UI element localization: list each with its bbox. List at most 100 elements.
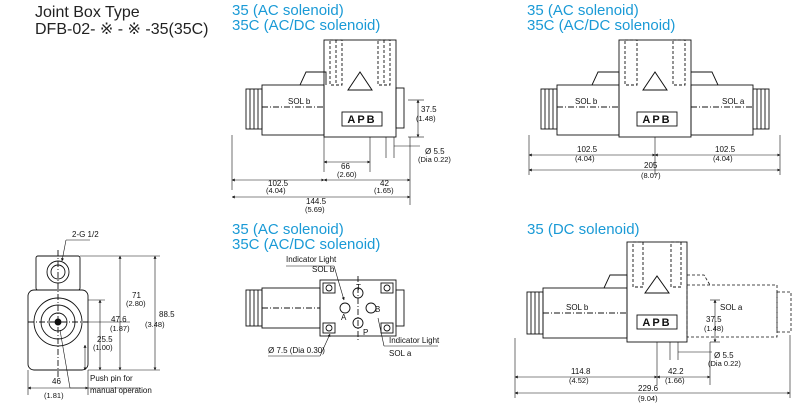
dim-452: (4.52) [569,376,589,385]
title-line-1: Joint Box Type [35,4,140,21]
housing-step [603,274,628,289]
section-title-top-right: 35 (AC solenoid) 35C (AC/DC solenoid) [527,3,675,33]
dim-885: 88.5 [159,310,175,319]
dim-166: (1.66) [665,376,685,385]
brand-plate [636,314,678,330]
sol-a-label: SOL a [720,303,743,312]
dim-71: 71 [132,291,141,300]
dim-1025: 102.5 [268,179,289,188]
dim-187: (1.87) [110,324,130,333]
brand-logo: APB [642,114,671,126]
mount-bolt [322,282,336,294]
dim-148: (1.48) [416,114,436,123]
dim-dia75: Ø 7.5 (Dia 0.30) [268,346,325,355]
title-line-2: DFB-02- ※ - ※ -35(35C) [35,21,209,38]
push-pin-label-1: Push pin for [90,374,133,383]
brand-plate [341,111,383,127]
dim-46: 46 [52,377,61,386]
brand-logo: APB [642,317,671,329]
section-title-line: 35 (AC solenoid) [232,2,344,19]
solenoid-housing-b [261,84,325,136]
dim-476: 47.6 [111,315,127,324]
dim-148: (1.48) [704,324,724,333]
port-a-label: A [341,313,347,322]
dc-solenoid-a-phantom [686,274,792,338]
triangle-logo [642,71,668,91]
valve-drawing-top-right: APB [540,39,770,138]
dim-422: 42.2 [668,367,684,376]
valve-body-end [27,289,89,371]
dimension-lines-top-right [528,135,781,175]
dim-404: (4.04) [266,186,286,195]
indicator-boss [395,87,405,129]
indicator-light-label: Indicator Light [286,255,337,264]
port-b-circle [365,302,377,314]
valve-drawing-dc: APB [526,241,688,343]
port-thread-label: 2-G 1/2 [72,230,99,239]
sol-a-label: SOL a [389,349,412,358]
sol-b-label: SOL b [312,265,335,274]
solenoid-housing-a [690,84,754,136]
dim-260: (2.60) [337,170,357,179]
housing-step [591,71,620,86]
valve-drawing-top-left: APB [245,39,405,138]
dim-280: (2.80) [126,299,146,308]
dim-375: 37.5 [421,105,437,114]
sol-b-label: SOL b [575,97,598,106]
port-p-label: P [363,328,368,337]
housing-step [691,71,719,86]
housing-step [299,71,327,86]
port-t-label: T [356,283,361,292]
dim-904: (9.04) [638,394,658,403]
push-pin-label-2: manual operation [90,386,152,395]
dimension-lines-left [27,239,160,395]
triangle-logo [347,71,373,91]
mount-bolt [380,282,394,294]
dim-807: (8.07) [641,171,661,180]
dimension-lines-dc [514,299,791,398]
brand-logo: APB [347,114,376,126]
section-title-top-left: 35 (AC solenoid) 35C (AC/DC solenoid) [232,3,380,33]
dim-205: 205 [644,161,658,170]
triangle-logo [644,275,670,294]
section-title-bottom-left: 35 (AC solenoid) 35C (AC/DC solenoid) [232,222,380,252]
dim-66: 66 [341,162,350,171]
mount-bolt [380,322,394,334]
dim-165: (1.65) [374,186,394,195]
section-title-line: 35 (DC solenoid) [527,221,640,238]
dim-404: (4.04) [713,154,733,163]
port-a-circle [339,302,351,314]
dim-1025: 102.5 [577,145,598,154]
sol-b-label: SOL b [566,303,589,312]
sol-b-label: SOL b [288,97,311,106]
indicator-boss [395,289,405,327]
leader-lines-bottom-left [268,265,438,357]
dim-1445: 144.5 [306,197,327,206]
port-b-label: B [375,305,380,314]
section-title-line: 35 (AC solenoid) [232,221,344,238]
dim-1025: 102.5 [715,145,736,154]
dim-dia022: (Dia 0.22) [708,359,741,368]
mount-bolt [322,322,336,334]
dim-1148: 114.8 [571,367,591,376]
dim-181: (1.81) [44,391,64,400]
brand-plate [636,111,678,127]
joint-box-front-view [27,250,89,378]
dim-255: 25.5 [97,335,113,344]
dim-dia55: Ø 5.5 [425,147,445,156]
section-title-line: 35 (AC solenoid) [527,2,639,19]
dim-dia022: (Dia 0.22) [418,155,451,164]
section-title-line: 35C (AC/DC solenoid) [232,17,381,34]
sol-a-label: SOL a [722,97,745,106]
dim-375: 37.5 [706,315,722,324]
section-title-line: 35C (AC/DC solenoid) [232,236,381,253]
dim-dia55: Ø 5.5 [714,351,734,360]
dim-404: (4.04) [575,154,595,163]
dim-569: (5.69) [305,205,325,214]
solenoid-housing-b [556,84,620,136]
dim-42: 42 [380,179,389,188]
page-title: Joint Box Type DFB-02- ※ - ※ -35(35C) [35,4,209,38]
valve-top-view [245,276,405,342]
indicator-light-label: Indicator Light [389,336,440,345]
